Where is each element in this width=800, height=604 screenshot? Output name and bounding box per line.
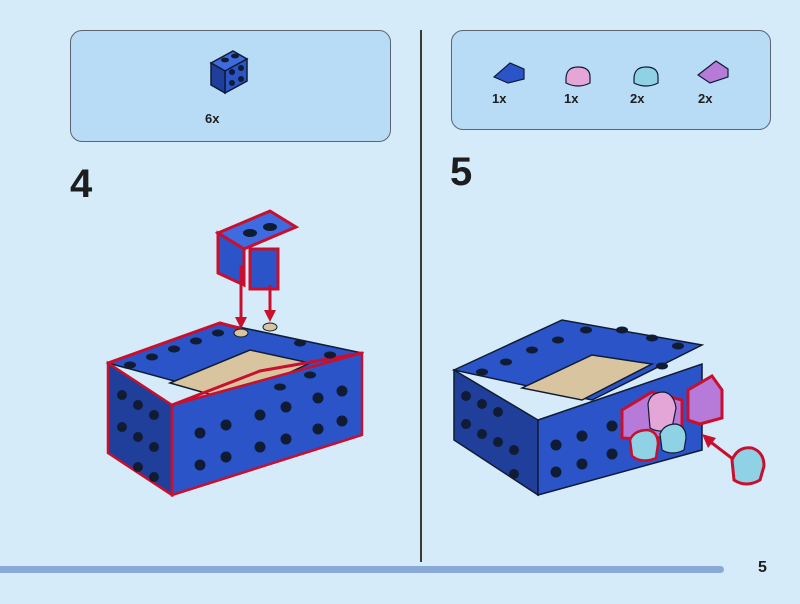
parts-callout-step-5: 1x 1x 2x 2x (451, 30, 771, 130)
aqua-tile-piece (628, 428, 660, 462)
part-quantity: 2x (630, 91, 645, 106)
parts-callout-step-4: 6x (70, 30, 391, 142)
aqua-tile-piece (659, 423, 687, 454)
step-4-assembly-illustration (105, 209, 365, 498)
step-number: 4 (70, 162, 93, 206)
aqua-tile-part-icon (633, 66, 659, 87)
blue-bracket-part-icon (209, 50, 249, 95)
pink-tile-piece (647, 391, 677, 432)
lavender-slope-part-icon (696, 60, 729, 84)
part-quantity: 6x (205, 111, 220, 126)
part-quantity: 1x (492, 91, 507, 106)
part-quantity: 1x (564, 91, 579, 106)
aqua-tile-piece (730, 446, 766, 486)
step-number: 5 (450, 150, 473, 194)
blue-slope-part-icon (492, 62, 525, 84)
step-divider (420, 30, 422, 562)
progress-bar (0, 566, 724, 573)
pink-tile-part-icon (565, 66, 591, 87)
step-5-assembly-illustration (451, 319, 766, 497)
lavender-slope-piece (686, 374, 724, 426)
page-number: 5 (758, 559, 767, 576)
part-quantity: 2x (698, 91, 713, 106)
